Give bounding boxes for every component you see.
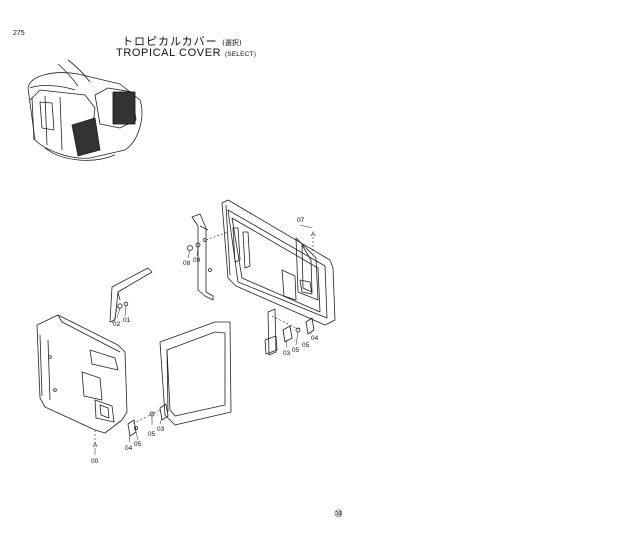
title-english-text: TROPICAL COVER bbox=[116, 47, 222, 59]
tropical-cover-frame bbox=[221, 199, 336, 326]
title-japanese: トロピカルカバー (選択) bbox=[122, 33, 242, 49]
callout-04-left: 04 bbox=[125, 445, 133, 452]
callout-01: 01 bbox=[123, 317, 131, 324]
leader-lines bbox=[94, 224, 313, 455]
footer-mark: ⑩ bbox=[334, 509, 343, 520]
callout-07: 07 bbox=[297, 217, 305, 224]
title-english: TROPICAL COVER (SELECT) bbox=[116, 47, 256, 59]
callout-05-left-lower: 05 bbox=[134, 441, 142, 448]
page-number: 275 bbox=[13, 30, 25, 37]
vertical-bracket-upper bbox=[191, 213, 214, 301]
callout-09: 09 bbox=[193, 257, 201, 264]
title-japanese-note: (選択) bbox=[222, 39, 242, 47]
callout-02: 02 bbox=[113, 321, 121, 328]
vertical-bracket-lower bbox=[264, 308, 278, 356]
callout-04-right: 04 bbox=[311, 335, 319, 342]
callout-03-left: 03 bbox=[157, 426, 165, 433]
callout-05-right-upper: 05 bbox=[302, 342, 310, 349]
title-japanese-text: トロピカルカバー bbox=[122, 35, 218, 48]
callout-05-left: 05 bbox=[148, 431, 156, 438]
side-door-panel bbox=[36, 314, 128, 434]
callout-03-right: 03 bbox=[283, 350, 291, 357]
strip-bracket bbox=[109, 267, 153, 323]
callout-05-right: 05 bbox=[292, 347, 300, 354]
seal-panel bbox=[159, 321, 232, 426]
callout-a-top: A bbox=[311, 231, 316, 238]
assembly-lines bbox=[94, 231, 314, 445]
callout-00: 00 bbox=[91, 458, 99, 465]
title-english-note: (SELECT) bbox=[224, 51, 257, 58]
callout-a-bottom: A bbox=[93, 442, 98, 449]
machine-locator-view bbox=[27, 59, 143, 161]
callout-08: 08 bbox=[183, 260, 191, 267]
locator-highlight-upper bbox=[112, 91, 136, 125]
